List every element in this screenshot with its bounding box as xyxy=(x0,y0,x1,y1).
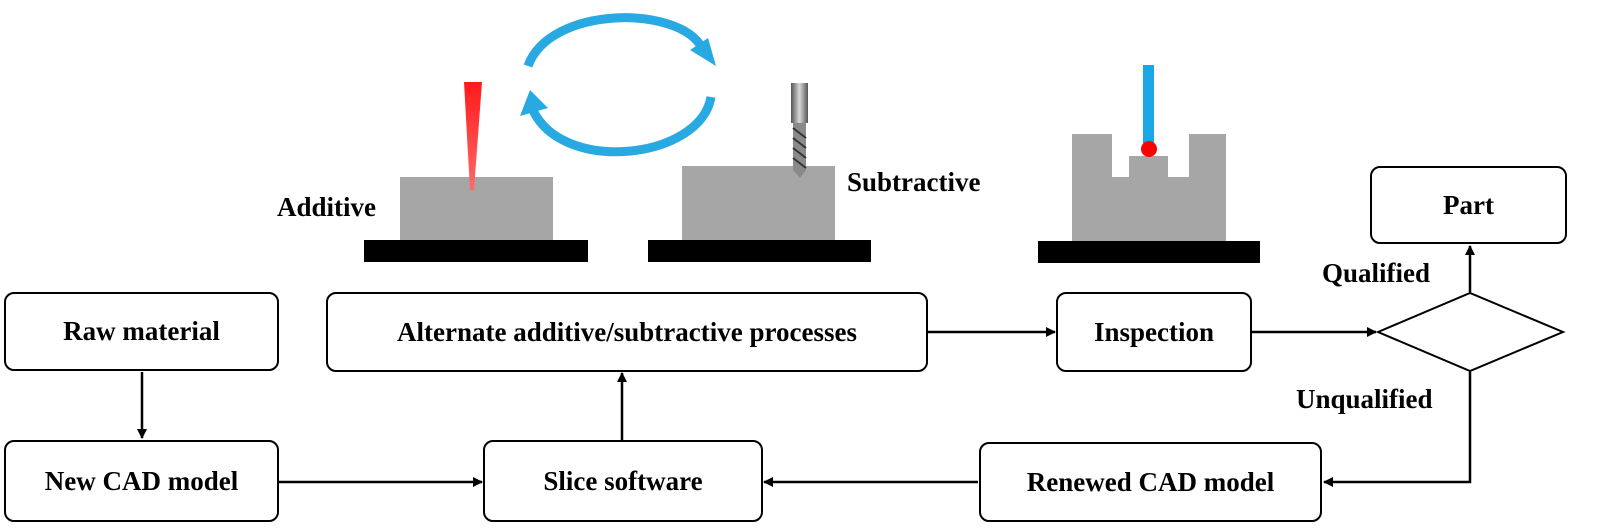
subtractive-label: Subtractive xyxy=(847,167,981,197)
inspection-probe-icon xyxy=(1143,65,1154,147)
additive-workpiece xyxy=(400,177,553,240)
cycle-arrowhead-top xyxy=(690,38,716,66)
part-box: Part xyxy=(1370,166,1567,244)
probe-tip-icon xyxy=(1141,141,1157,157)
subtractive-base-plate xyxy=(648,240,871,262)
qualified-label: Qualified xyxy=(1322,258,1431,288)
unqualified-label: Unqualified xyxy=(1296,384,1433,414)
slice-software-box: Slice software xyxy=(483,440,763,522)
milling-tool-icon xyxy=(791,83,808,178)
flow-connectors xyxy=(137,245,1475,487)
arrow-decision-to-renewed xyxy=(1323,372,1472,487)
alternate-processes-box: Alternate additive/subtractive processes xyxy=(326,292,928,372)
inspection-base-plate xyxy=(1038,241,1260,263)
inspection-box: Inspection xyxy=(1056,292,1252,372)
inspection-workpiece xyxy=(1072,134,1226,241)
additive-base-plate xyxy=(364,240,588,262)
additive-machine-icon xyxy=(364,82,588,262)
renewed-cad-model-box: Renewed CAD model xyxy=(979,442,1322,522)
laser-beam-icon xyxy=(464,82,482,190)
cycle-arrows-icon xyxy=(523,13,716,157)
additive-label: Additive xyxy=(277,192,377,222)
subtractive-machine-icon xyxy=(648,83,871,262)
inspection-station-icon xyxy=(1038,65,1260,263)
raw-material-box: Raw material xyxy=(4,292,279,371)
cycle-arrowhead-bottom xyxy=(520,90,548,116)
subtractive-workpiece xyxy=(682,166,835,240)
new-cad-model-box: New CAD model xyxy=(4,440,279,522)
quality-decision-diamond xyxy=(1375,291,1566,373)
